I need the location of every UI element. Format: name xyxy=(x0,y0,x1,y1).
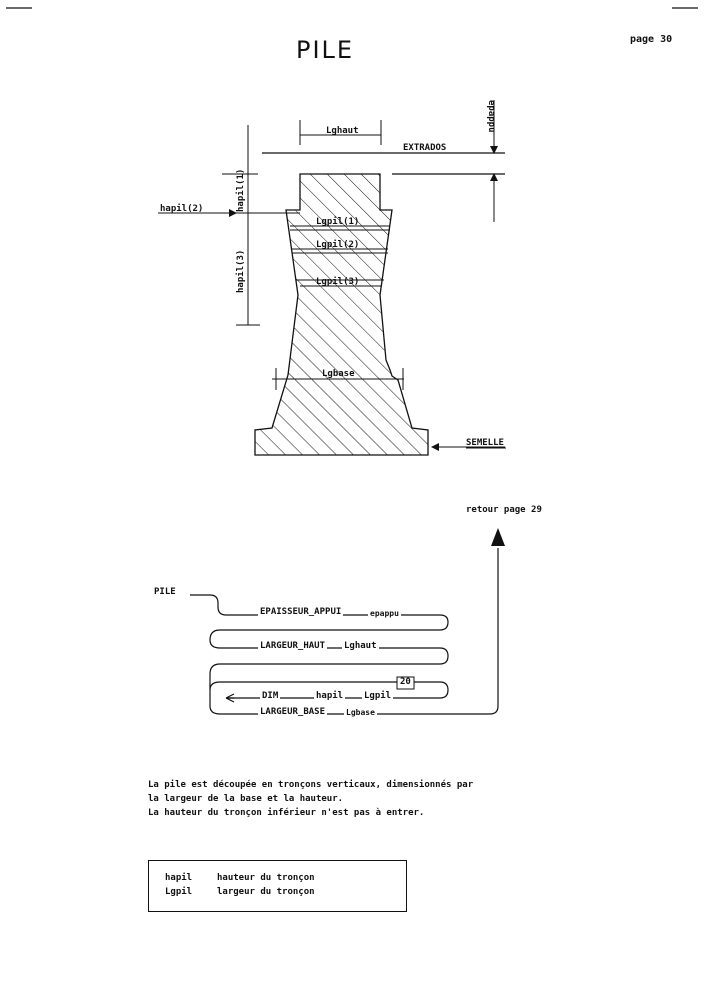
syntax-diagram xyxy=(190,548,499,715)
lghaut-label: Lghaut xyxy=(326,126,359,136)
repeat-count: 20 xyxy=(400,677,411,687)
lgpil-2-label: Lgpil(2) xyxy=(316,239,359,250)
epaisseur-appui-param: epappu xyxy=(368,609,401,618)
hapil-3-label: hapil(3) xyxy=(235,250,246,293)
lgbase-label: Lgbase xyxy=(322,369,355,379)
lgpil-3-label: Lgpil(3) xyxy=(316,276,359,287)
legend-definition-lgpil: largeur du tronçon xyxy=(217,887,315,897)
retour-arrow-head xyxy=(491,528,505,546)
hapil-1-label: hapil(1) xyxy=(235,169,246,212)
legend-definition-hapil: hauteur du tronçon xyxy=(217,873,315,883)
largeur-base-keyword: LARGEUR_BASE xyxy=(258,707,328,717)
retour-page-link[interactable]: retour page 29 xyxy=(466,505,542,515)
epappu-label: epappu xyxy=(486,100,496,133)
pier-shape xyxy=(254,173,429,456)
description-line-3: La hauteur du tronçon inférieur n'est pa… xyxy=(148,808,425,818)
semelle-label: SEMELLE xyxy=(466,438,504,448)
legend-term-hapil: hapil xyxy=(165,873,193,883)
largeur-base-param: Lgbase xyxy=(344,708,377,717)
largeur-haut-keyword: LARGEUR_HAUT xyxy=(258,641,328,651)
dim-keyword: DIM xyxy=(260,691,281,701)
extrados-label: EXTRADOS xyxy=(403,143,446,153)
description-line-1: La pile est découpée en tronçons vertica… xyxy=(148,780,474,790)
page-number: page 30 xyxy=(630,34,673,45)
syntax-root-label: PILE xyxy=(154,587,176,597)
description-line-2: la largeur de la base et la hauteur. xyxy=(148,794,344,804)
page-title: PILE xyxy=(296,36,355,64)
dim-param-hapil: hapil xyxy=(314,691,346,701)
largeur-haut-param: Lghaut xyxy=(342,641,379,651)
epaisseur-appui-keyword: EPAISSEUR_APPUI xyxy=(258,607,344,617)
legend-box: hapil hauteur du tronçon Lgpil largeur d… xyxy=(148,860,407,912)
repeat-count-box xyxy=(396,676,415,690)
legend-term-lgpil: Lgpil xyxy=(165,887,193,897)
lgpil-1-label: Lgpil(1) xyxy=(316,216,359,227)
dim-param-lgpil: Lgpil xyxy=(362,691,394,701)
hapil-2-label: hapil(2) xyxy=(160,203,203,214)
